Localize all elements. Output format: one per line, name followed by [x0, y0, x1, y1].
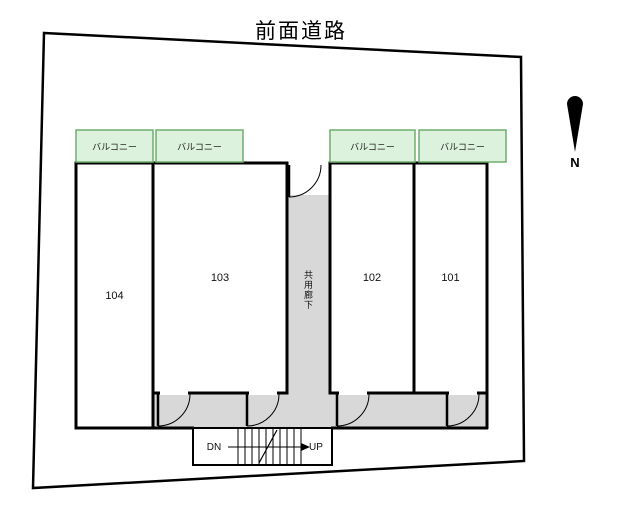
front-road-label: 前面道路	[255, 20, 347, 43]
room-104-outline	[74, 161, 155, 430]
balcony-label-4: バルコニー	[440, 141, 485, 152]
corridor-horizontal	[153, 393, 487, 428]
door-arc-1	[157, 393, 191, 427]
room-number-103: 103	[210, 272, 230, 284]
door-arc-4	[446, 393, 480, 427]
stairs-down-label: DN	[206, 441, 222, 453]
room-number-104: 104	[105, 289, 124, 302]
room-number-101: 101	[441, 272, 460, 284]
entrance-door-arc	[288, 164, 322, 198]
room-101-outline	[412, 161, 489, 395]
door-arc-2	[246, 393, 280, 427]
balcony-label-1: バルコニー	[92, 141, 137, 152]
north-label: N	[570, 154, 580, 170]
balcony-4	[418, 129, 507, 163]
room-103-outline	[151, 161, 289, 395]
balcony-label-2: バルコニー	[177, 141, 222, 152]
corridor-vertical	[287, 195, 330, 428]
stair-arrow-head-icon	[301, 443, 310, 451]
compass-needle-icon	[567, 96, 583, 152]
balcony-3	[329, 129, 416, 163]
stairs-up-label: UP	[309, 441, 323, 453]
room-102-outline	[328, 161, 416, 395]
stair-break-slash	[258, 429, 278, 464]
balcony-1	[75, 129, 154, 163]
balcony-2	[155, 129, 244, 163]
balcony-label-3: バルコニー	[350, 141, 395, 152]
door-arc-3	[336, 393, 370, 427]
shared-corridor-label: 共用廊下	[303, 270, 313, 310]
room-number-102: 102	[362, 272, 382, 284]
